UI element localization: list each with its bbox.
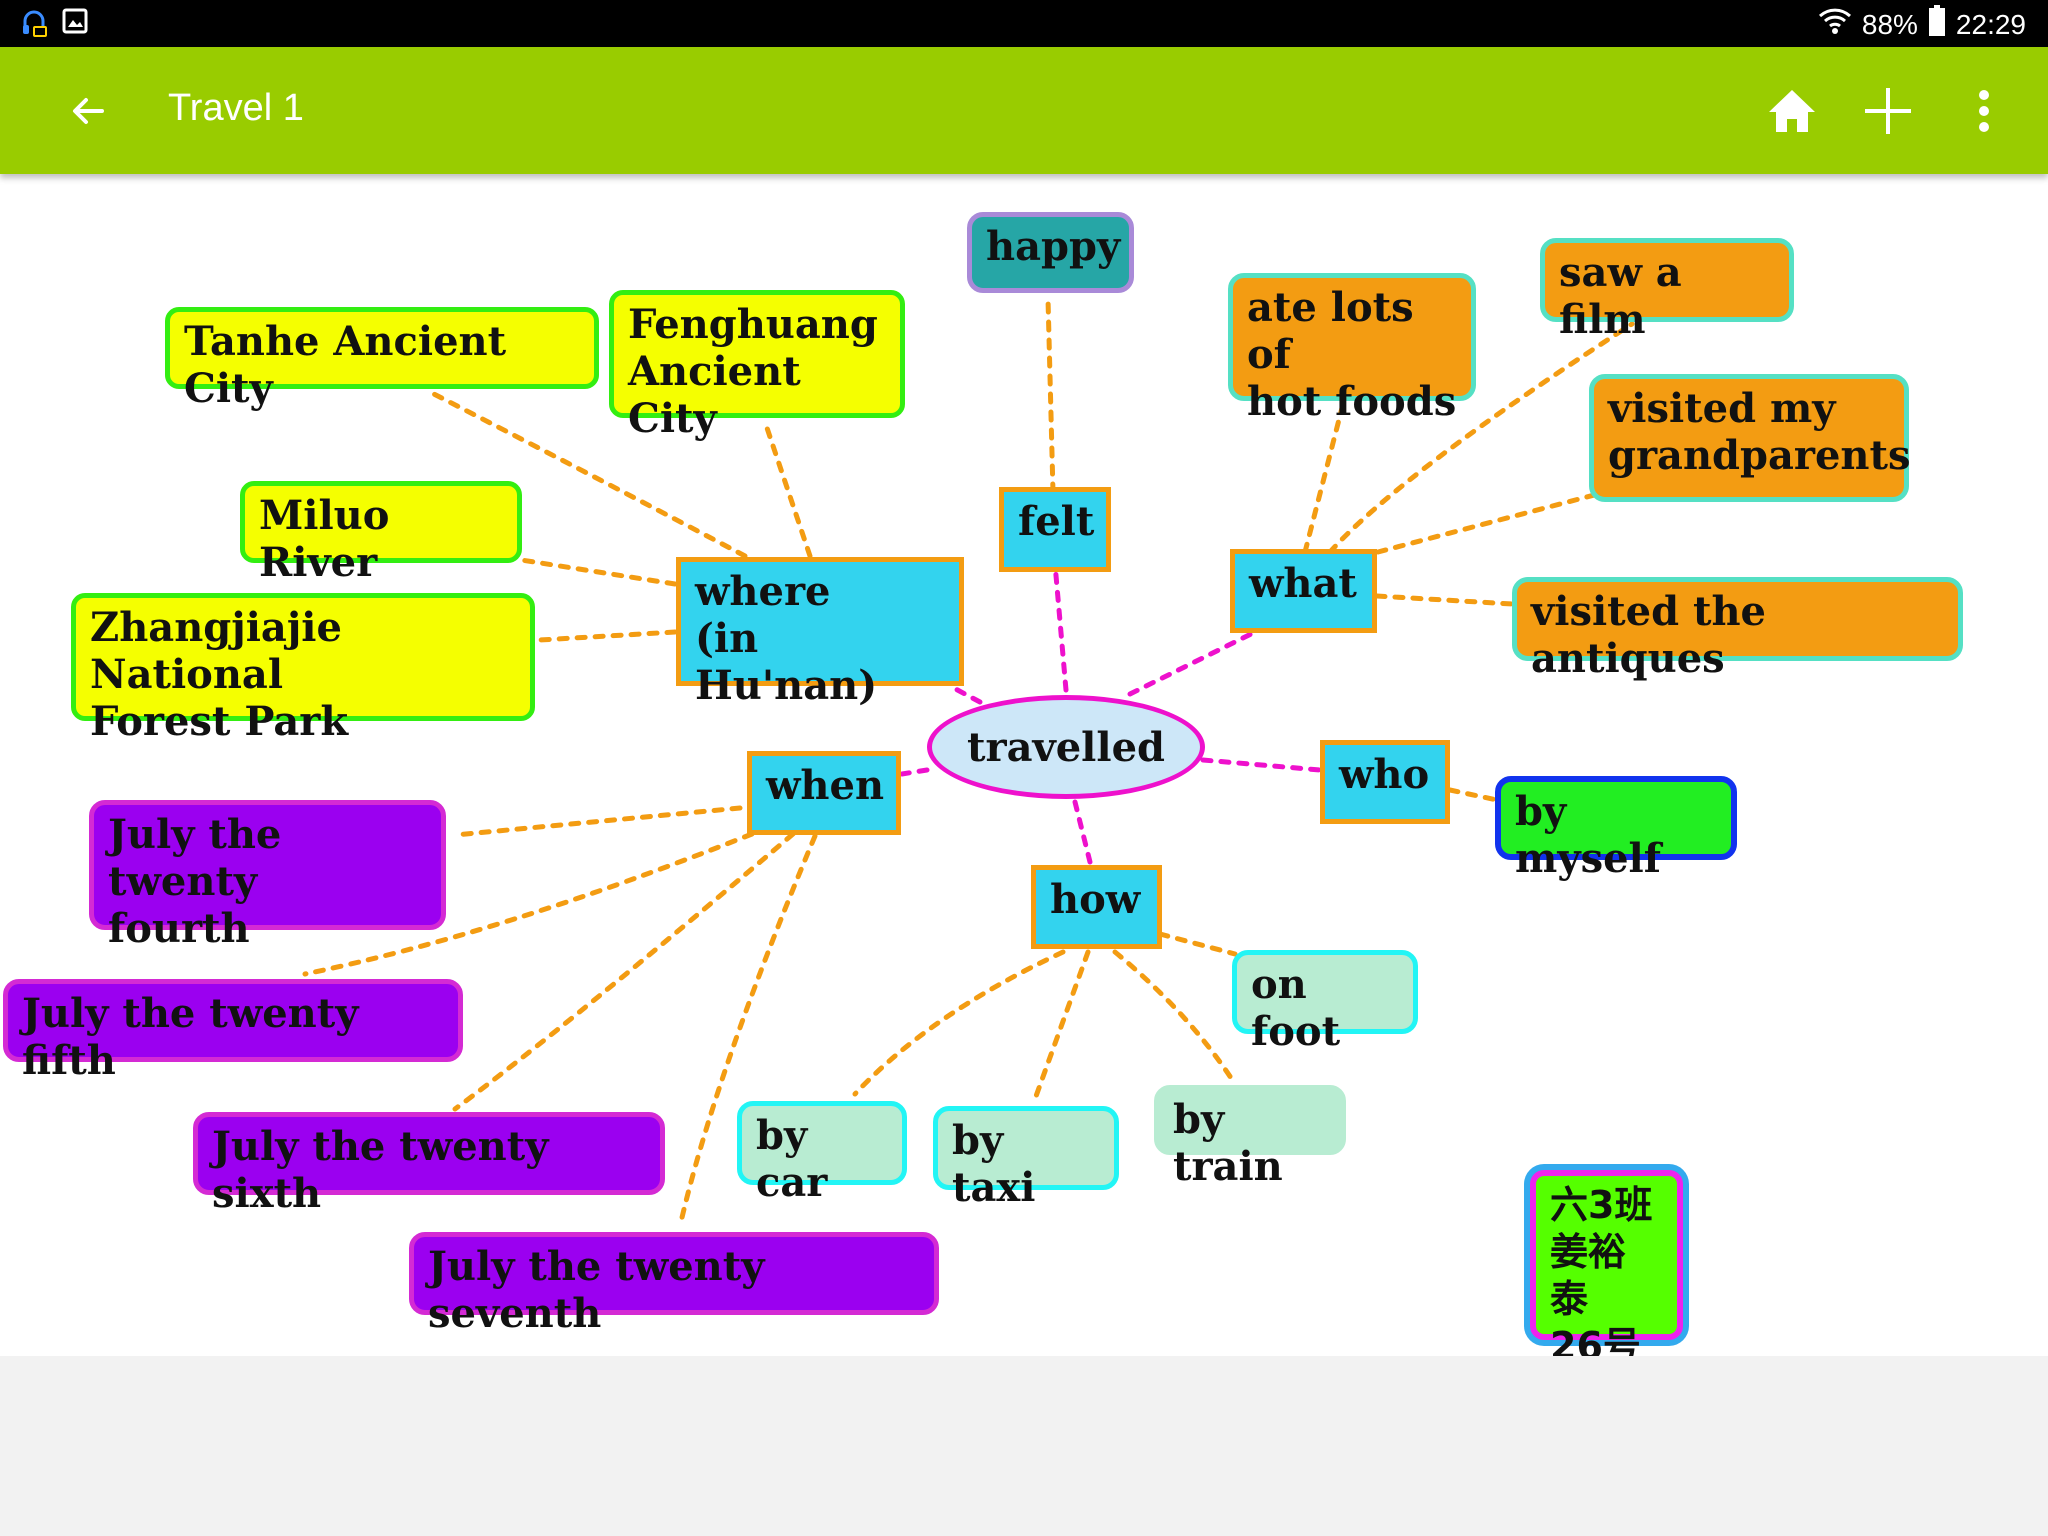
overflow-menu-button[interactable] [1954,81,2014,141]
leaf-node-saw-a-film[interactable]: saw a film [1540,238,1794,343]
link-how-train [1112,949,1238,1087]
image-notification-icon [62,8,88,43]
battery-icon [1928,5,1946,44]
link-how-taxi [1032,949,1091,1102]
link-center-how [1072,799,1093,865]
home-icon [1769,90,1815,132]
app-bar: Travel 1 [0,47,2048,174]
leaf-node-july-27[interactable]: July the twenty seventh [409,1232,939,1337]
category-node-when[interactable]: when [747,751,901,835]
leaf-node-by-train[interactable]: by train [1154,1085,1346,1190]
clock: 22:29 [1955,8,2026,40]
category-node-what[interactable]: what [1230,549,1377,633]
link-where-zhangjiajie [537,629,678,643]
link-who-myself [1447,787,1500,803]
mindmap-canvas[interactable]: travelled felt happy where (in Hu'nan) T… [0,174,2048,1356]
link-what-ate [1302,401,1346,555]
more-vert-icon [1979,90,1989,132]
link-when-jul27 [677,833,818,1229]
leaf-node-happy[interactable]: happy [967,212,1134,293]
home-button[interactable] [1762,81,1822,141]
leaf-node-july-24[interactable]: July the twenty fourth [89,800,446,952]
signature-note[interactable]: 六3班 姜裕泰 26号 [1530,1170,1683,1356]
link-center-felt [1052,561,1069,693]
plus-icon [1865,88,1911,134]
leaf-node-july-26[interactable]: July the twenty sixth [193,1112,665,1217]
link-felt-happy [1045,296,1056,495]
link-center-what [1127,629,1258,697]
leaf-node-by-car[interactable]: by car [737,1101,907,1206]
leaf-node-on-foot[interactable]: on foot [1232,950,1418,1055]
link-when-jul26 [452,831,796,1112]
mindmap-links [302,296,1635,1229]
wifi-icon [1818,6,1852,43]
link-where-fenghuang [762,419,813,559]
back-button[interactable] [58,81,118,141]
leaf-node-by-myself[interactable]: by myself [1495,776,1737,882]
link-center-who [1200,757,1323,773]
status-bar: 88% 22:29 [0,0,2048,47]
category-node-how[interactable]: how [1031,865,1162,949]
leaf-node-visited-the-antiques[interactable]: visited the antiques [1512,577,1963,682]
link-center-when [899,767,930,777]
leaf-node-miluo-river[interactable]: Miluo River [240,481,522,586]
link-where-miluo [512,556,678,587]
central-topic-node[interactable]: travelled [927,695,1205,799]
battery-percent: 88% [1861,8,1918,40]
leaf-node-fenghuang-ancient-city[interactable]: Fenghuang Ancient City [609,290,905,442]
link-what-film [1327,321,1635,555]
leaf-node-zhangjiajie[interactable]: Zhangjiajie National Forest Park [71,593,535,745]
link-what-antiques [1374,593,1515,607]
back-arrow-icon [73,98,104,124]
link-what-grandparents [1375,491,1601,555]
headset-notification-icon [20,8,48,43]
leaf-node-by-taxi[interactable]: by taxi [933,1106,1119,1211]
category-node-where[interactable]: where (in Hu'nan) [676,557,964,709]
leaf-node-tanhe-ancient-city[interactable]: Tanhe Ancient City [165,307,599,412]
category-node-felt[interactable]: felt [999,487,1111,572]
leaf-node-visited-my-grandparents[interactable]: visited my grandparents [1589,374,1911,502]
category-node-who[interactable]: who [1320,740,1450,824]
link-how-car [852,949,1066,1097]
link-when-jul25 [302,831,755,977]
link-center-where [947,683,983,705]
link-when-jul24 [452,805,743,838]
leaf-node-ate-lots-of-hot-foods[interactable]: ate lots of hot foods [1228,273,1476,425]
add-button[interactable] [1858,81,1918,141]
leaf-node-july-25[interactable]: July the twenty fifth [3,979,463,1084]
link-how-foot [1157,931,1238,957]
page-title: Travel 1 [168,87,304,129]
link-where-tanhe [427,389,748,559]
